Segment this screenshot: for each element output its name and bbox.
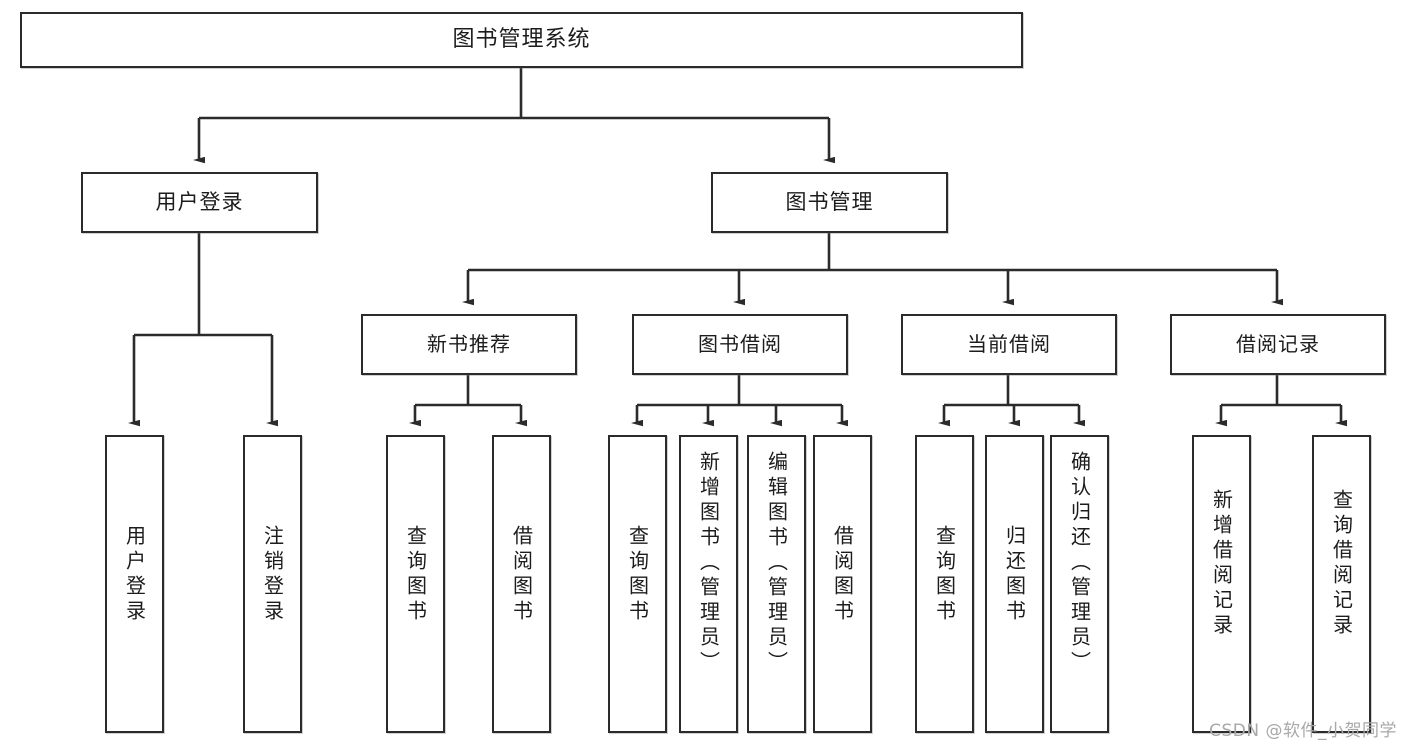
node-label: 查询图书 — [625, 525, 650, 625]
node-label: 新增借阅记录 — [1209, 489, 1234, 639]
leaf-recommend-query-book[interactable]: 查询图书 — [386, 435, 445, 733]
node-new-book-recommend[interactable]: 新书推荐 — [361, 314, 577, 375]
leaf-user-logout[interactable]: 注销登录 — [243, 435, 302, 733]
leaf-current-query-book[interactable]: 查询图书 — [915, 435, 974, 733]
leaf-current-confirm-return-admin[interactable]: 确认归还（管理员） — [1050, 435, 1109, 733]
node-user-login[interactable]: 用户登录 — [81, 172, 318, 233]
node-label: 新书推荐 — [427, 332, 511, 356]
node-root-system[interactable]: 图书管理系统 — [20, 12, 1023, 68]
leaf-current-return-book[interactable]: 归还图书 — [985, 435, 1044, 733]
leaf-borrow-add-book-admin[interactable]: 新增图书（管理员） — [679, 435, 738, 733]
node-label: 归还图书 — [1002, 525, 1027, 625]
node-label: 编辑图书（管理员） — [764, 451, 789, 676]
leaf-recommend-borrow-book[interactable]: 借阅图书 — [492, 435, 551, 733]
node-label: 图书管理系统 — [452, 27, 591, 53]
node-label: 注销登录 — [260, 525, 285, 625]
node-label: 当前借阅 — [967, 332, 1051, 356]
node-label: 图书借阅 — [698, 332, 782, 356]
node-label: 查询图书 — [403, 525, 428, 625]
leaf-borrow-edit-book-admin[interactable]: 编辑图书（管理员） — [747, 435, 806, 733]
leaf-record-query-borrow-record[interactable]: 查询借阅记录 — [1312, 435, 1371, 733]
node-label: 用户登录 — [122, 525, 147, 625]
node-label: 确认归还（管理员） — [1067, 451, 1092, 676]
node-label: 借阅图书 — [509, 525, 534, 625]
node-label: 查询图书 — [932, 525, 957, 625]
node-label: 借阅图书 — [830, 525, 855, 625]
leaf-borrow-query-book[interactable]: 查询图书 — [608, 435, 667, 733]
node-current-borrow[interactable]: 当前借阅 — [901, 314, 1117, 375]
node-book-management[interactable]: 图书管理 — [711, 172, 948, 233]
node-book-borrow[interactable]: 图书借阅 — [632, 314, 848, 375]
leaf-record-add-borrow-record[interactable]: 新增借阅记录 — [1192, 435, 1251, 733]
node-borrow-record[interactable]: 借阅记录 — [1170, 314, 1386, 375]
node-label: 用户登录 — [155, 190, 244, 215]
node-label: 新增图书（管理员） — [696, 451, 721, 676]
node-label: 借阅记录 — [1236, 332, 1320, 356]
node-label: 查询借阅记录 — [1329, 489, 1354, 639]
leaf-borrow-borrow-book[interactable]: 借阅图书 — [813, 435, 872, 733]
leaf-user-login[interactable]: 用户登录 — [105, 435, 164, 733]
node-label: 图书管理 — [785, 190, 874, 215]
